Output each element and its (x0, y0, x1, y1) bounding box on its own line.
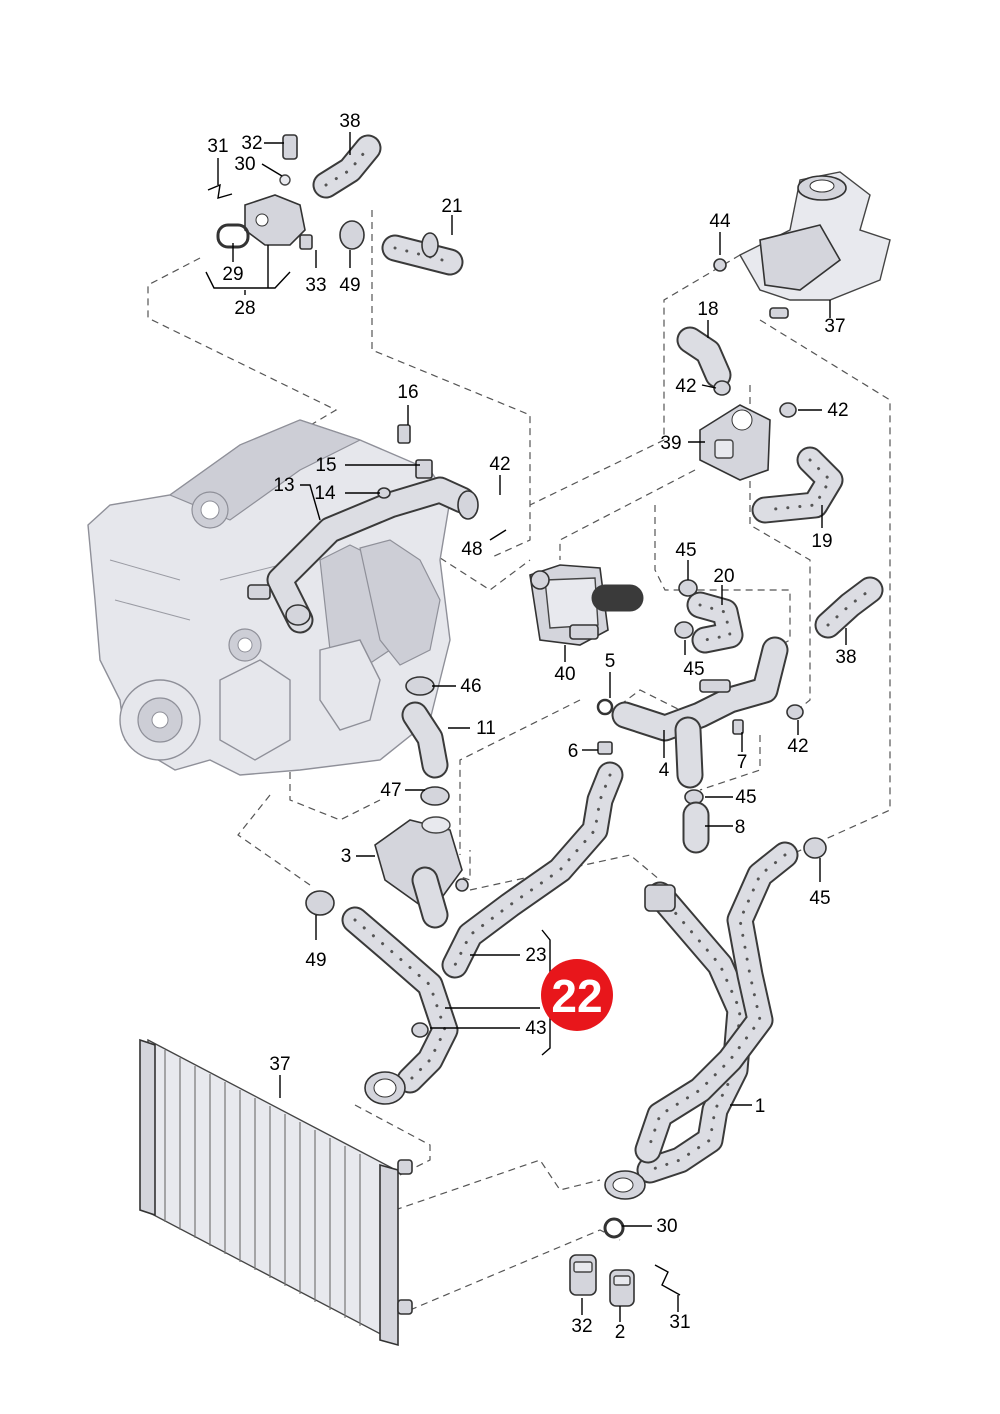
bolt-6 (597, 741, 613, 755)
hose-11 (401, 701, 449, 779)
leader-lines (205, 132, 847, 1322)
label-29: 29 (222, 264, 243, 285)
hose-19 (751, 446, 844, 524)
hose-38-right (814, 576, 884, 639)
heat-exchanger-39 (699, 404, 771, 481)
label-16: 16 (397, 382, 418, 403)
expansion-tank-37 (739, 171, 891, 319)
cap-44 (713, 258, 727, 272)
label-31-bottom: 31 (669, 1312, 690, 1333)
label-5: 5 (605, 651, 616, 672)
hose-43 (341, 906, 459, 1105)
hose-1 (604, 841, 799, 1200)
part-number-labels: 31 32 30 38 21 29 33 49 28 44 37 18 42 4… (207, 111, 856, 1343)
label-45-b: 45 (683, 659, 704, 680)
label-19: 19 (811, 531, 832, 552)
flange-28 (207, 134, 313, 250)
hose-21 (381, 232, 464, 276)
clip-31-bottom (654, 1264, 681, 1296)
label-42-a: 42 (675, 376, 696, 397)
label-30-top: 30 (234, 154, 255, 175)
label-48: 48 (461, 539, 482, 560)
label-43: 43 (525, 1018, 546, 1039)
label-2: 2 (615, 1322, 626, 1343)
label-1: 1 (755, 1096, 766, 1117)
label-6: 6 (568, 741, 579, 762)
label-31-top: 31 (207, 136, 228, 157)
hose-23 (441, 761, 624, 979)
clamp-47 (420, 786, 450, 806)
seal-30-bottom (603, 1217, 625, 1239)
label-21: 21 (441, 196, 462, 217)
label-18: 18 (697, 299, 718, 320)
label-42-d: 42 (489, 454, 510, 475)
label-46: 46 (460, 676, 481, 697)
label-7: 7 (737, 752, 748, 773)
thermostat-housing-3 (374, 816, 469, 929)
label-32-bottom: 32 (571, 1316, 592, 1337)
label-30-bottom: 30 (656, 1216, 677, 1237)
label-45-c: 45 (735, 787, 756, 808)
label-13: 13 (273, 475, 294, 496)
label-37-radiator: 37 (269, 1054, 290, 1075)
label-38-right: 38 (835, 647, 856, 668)
clamp-46 (405, 676, 435, 696)
label-45-a: 45 (675, 540, 696, 561)
label-42-c: 42 (787, 736, 808, 757)
label-37-top: 37 (824, 316, 845, 337)
badge-circle (541, 959, 613, 1031)
label-32-top: 32 (241, 133, 262, 154)
seal-5 (596, 698, 614, 716)
badge-label: 22 (551, 970, 602, 1022)
label-40: 40 (554, 664, 575, 685)
clamp-42-c (786, 704, 804, 720)
label-8: 8 (735, 817, 746, 838)
sensor-32-bottom (569, 1254, 597, 1296)
clamp-45-a (678, 579, 698, 597)
clamp-49-top (339, 220, 365, 250)
label-42-b: 42 (827, 400, 848, 421)
label-11: 11 (476, 718, 496, 739)
label-15: 15 (315, 455, 336, 476)
label-49-bottom: 49 (305, 950, 326, 971)
label-4: 4 (659, 760, 670, 781)
coolant-pipe-13 (247, 424, 479, 634)
label-33: 33 (305, 275, 326, 296)
label-28: 28 (234, 298, 255, 319)
hose-18 (676, 326, 732, 389)
label-14: 14 (314, 483, 336, 504)
clamp-42-a (713, 380, 731, 396)
hose-20 (686, 591, 744, 654)
label-45-d: 45 (809, 888, 830, 909)
label-3: 3 (341, 846, 352, 867)
label-47: 47 (380, 780, 401, 801)
bolt-7 (732, 719, 744, 735)
label-38-top: 38 (339, 111, 360, 132)
clamp-42-b (779, 402, 797, 418)
label-20: 20 (713, 566, 734, 587)
label-23: 23 (525, 945, 546, 966)
radiator-37 (139, 1038, 413, 1347)
label-44: 44 (709, 211, 731, 232)
coolant-pipe-4 (611, 636, 789, 789)
engine-block (87, 419, 451, 776)
highlight-badge: 22 (541, 959, 613, 1031)
oil-cooler-40 (529, 564, 644, 646)
sensor-2 (609, 1269, 635, 1307)
label-49-top: 49 (339, 275, 360, 296)
clamp-49-bottom (305, 890, 335, 916)
label-39: 39 (660, 433, 681, 454)
hose-38-top (312, 134, 382, 199)
clamp-45-d (803, 837, 827, 859)
clamp-45-b (674, 621, 694, 639)
